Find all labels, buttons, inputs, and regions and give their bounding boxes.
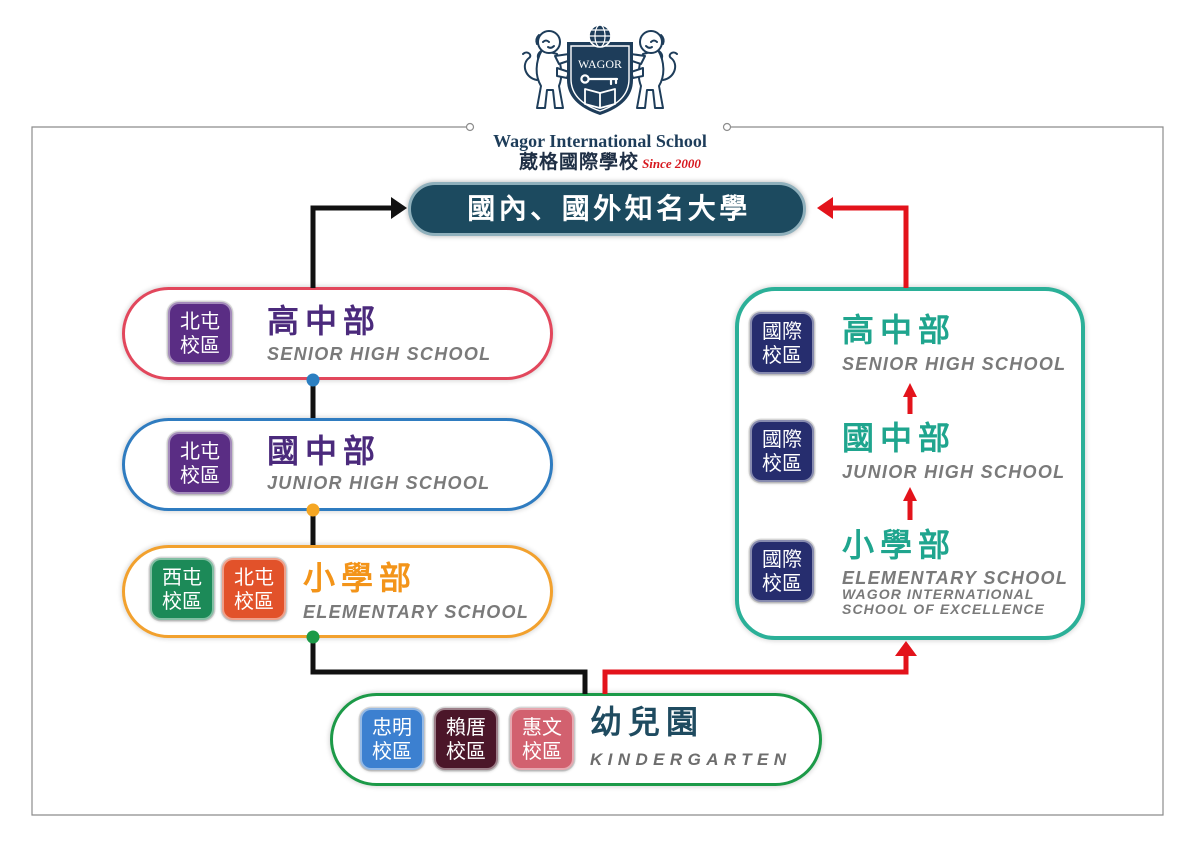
crest-shield-inner-line [570,45,630,112]
campus-badge-zhongming: 忠明 校區 [360,708,424,770]
campus-badge-laicuo: 賴厝 校區 [434,708,498,770]
campus-badge-line1: 西屯 [162,565,202,589]
stage-title: 國中部 [267,432,382,470]
campus-badge-line2: 校區 [762,343,802,367]
arrowhead-left-icon [817,197,833,219]
campus-badge-line2: 校區 [180,333,220,357]
globe-icon [588,24,612,48]
university-destination-label: 國內、國外知名大學 [467,192,751,225]
stage-subtitle: JUNIOR HIGH SCHOOL [267,473,491,493]
intl-elementary-note-line: SCHOOL OF EXCELLENCE [842,601,1045,617]
connector-international-to-university [830,205,909,288]
arrowhead-up-icon [895,641,917,656]
arrowhead-right-icon [391,197,407,219]
intl-junior-high-title: 國中部 [842,419,957,457]
intl-elementary-subtitle: ELEMENTARY SCHOOL [842,568,1069,588]
crest-text: WAGOR [578,57,622,71]
key-icon [580,74,619,86]
intl-junior-high-subtitle: JUNIOR HIGH SCHOOL [842,462,1066,482]
intl-elementary-note-line: WAGOR INTERNATIONAL [842,586,1035,602]
campus-badge-line1: 北屯 [234,565,274,589]
campus-badge-line2: 校區 [762,451,802,475]
connector-kindergarten-to-international [602,654,909,694]
campus-badge-line1: 惠文 [522,715,562,739]
campus-badge-line2: 校區 [234,589,274,613]
stage-subtitle: KINDERGARTEN [590,750,792,769]
school-name-english: Wagor International School [493,131,707,151]
stage-title: 幼兒園 [590,703,705,741]
stage-subtitle: SENIOR HIGH SCHOOL [267,344,492,364]
campus-badge-beitun: 北屯 校區 [222,558,286,620]
campus-badge-line1: 國際 [762,319,802,343]
lion-right-icon [628,30,678,109]
kindergarten-box: 忠明 校區 賴厝 校區 惠文 校區 幼兒園 KINDERGARTEN [330,693,822,786]
local-senior-high-box: 北屯 校區 高中部 SENIOR HIGH SCHOOL [122,287,553,380]
campus-badge-line2: 校區 [372,739,412,763]
campus-badge-line1: 國際 [762,547,802,571]
connector-senior-to-university [310,205,394,288]
campus-badge-line1: 國際 [762,427,802,451]
wagor-crest-icon: WAGOR [522,24,678,115]
school-name-chinese: 葳格國際學校 [519,151,640,173]
stage-title: 高中部 [267,302,382,340]
campus-badge-line1: 北屯 [180,309,220,333]
intl-senior-high-title: 高中部 [842,311,957,349]
university-destination-box: 國內、國外知名大學 [408,182,806,236]
campus-badge-line1: 忠明 [372,715,412,739]
international-track-box: 國際 校區 高中部 SENIOR HIGH SCHOOL 國際 校區 國中部 J… [735,287,1085,640]
campus-badge-line2: 校區 [522,739,562,763]
campus-badge-international: 國際 校區 [750,420,814,482]
campus-badge-line2: 校區 [180,463,220,487]
lion-left-icon [522,30,572,109]
intl-senior-high-subtitle: SENIOR HIGH SCHOOL [842,354,1067,374]
campus-badge-international: 國際 校區 [750,312,814,374]
campus-badge-beitun: 北屯 校區 [168,432,232,494]
connector-kindergarten-to-elementary [310,637,588,694]
intl-elementary-title: 小學部 [842,526,957,564]
campus-badge-xitun: 西屯 校區 [150,558,214,620]
local-junior-high-box: 北屯 校區 國中部 JUNIOR HIGH SCHOOL [122,418,553,511]
campus-badge-international: 國際 校區 [750,540,814,602]
campus-badge-line2: 校區 [446,739,486,763]
stage-title: 小學部 [303,559,418,597]
local-elementary-box: 西屯 校區 北屯 校區 小學部 ELEMENTARY SCHOOL [122,545,553,638]
campus-badge-beitun: 北屯 校區 [168,302,232,364]
stage-subtitle: ELEMENTARY SCHOOL [303,602,530,622]
campus-badge-line2: 校區 [762,571,802,595]
campus-badge-line2: 校區 [162,589,202,613]
campus-badge-line1: 北屯 [180,439,220,463]
campus-badge-line1: 賴厝 [446,715,486,739]
book-icon [584,88,616,109]
founded-year: Since 2000 [642,156,701,171]
campus-badge-huiwen: 惠文 校區 [510,708,574,770]
